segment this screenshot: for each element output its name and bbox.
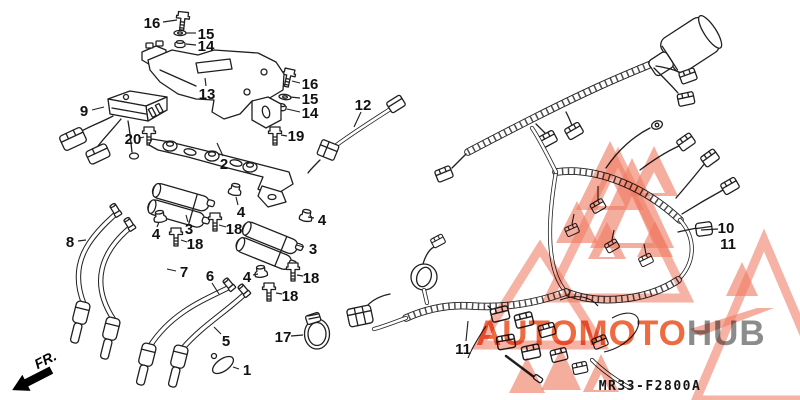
callout-label-3: 3 [309, 241, 317, 258]
callout-leader-line [235, 196, 239, 206]
callout-label-1: 1 [243, 362, 251, 379]
callout-label-18: 18 [303, 270, 320, 287]
callout-label-7: 7 [180, 264, 188, 281]
callout-label-4: 4 [318, 212, 327, 229]
callout-leader-line [286, 108, 301, 113]
callout-label-4: 4 [152, 226, 161, 243]
callout-label-15: 15 [302, 91, 319, 108]
callout-leader-line [91, 106, 105, 111]
callout-leader-line [204, 77, 207, 87]
watermark-brand-left: AUTOMOTO [476, 314, 687, 353]
callout-label-18: 18 [282, 288, 299, 305]
callout-label-4: 4 [237, 204, 246, 221]
callout-label-2: 2 [220, 156, 228, 173]
watermark-brand-text: AUTOMOTOHUB [476, 316, 766, 351]
callout-leader-line [295, 244, 305, 248]
callout-leader-line [232, 366, 240, 370]
callout-label-17: 17 [275, 329, 292, 346]
watermark-brand-right: HUB [686, 314, 766, 353]
callout-label-3: 3 [185, 221, 193, 238]
callout-leader-line [307, 216, 315, 219]
rubber-mount-drawing [253, 264, 269, 279]
callout-label-20: 20 [125, 131, 142, 148]
callout-leader-line [166, 268, 177, 272]
callout-label-16: 16 [302, 76, 319, 93]
callout-leader-line [216, 142, 224, 157]
callout-label-19: 19 [288, 128, 305, 145]
callout-leader-line [289, 96, 301, 99]
callout-leader-line [185, 214, 189, 223]
callout-leader-line [211, 282, 220, 295]
callout-leader-line [353, 111, 362, 128]
callout-label-10: 10 [718, 220, 735, 237]
callout-label-6: 6 [206, 268, 214, 285]
callout-leader-line [139, 136, 145, 139]
callout-leader-line [465, 320, 469, 342]
callout-leader-line [213, 326, 222, 335]
callout-leader-line [275, 292, 283, 295]
callout-leader-line [280, 134, 288, 137]
marker-tag-drawing [210, 352, 235, 375]
sub-wire-drawing [307, 94, 406, 174]
callout-label-14: 14 [198, 38, 215, 55]
callout-label-12: 12 [355, 97, 372, 114]
callout-label-11: 11 [455, 341, 471, 358]
callout-leader-line [296, 274, 304, 277]
front-direction-label: FR. [32, 347, 59, 371]
bolt-washer-nut-stack-left [173, 10, 191, 49]
bolt-18-drawing [285, 262, 301, 282]
callout-label-16: 16 [144, 15, 161, 32]
upper-bracket-drawing [141, 40, 285, 129]
callout-label-9: 9 [80, 103, 88, 120]
callout-leader-line [185, 43, 197, 46]
ignition-coil-front-drawing [145, 181, 217, 231]
callout-label-5: 5 [222, 333, 230, 350]
callout-leader-line [290, 334, 304, 337]
diagram-part-code: MR33-F2800A [599, 379, 702, 394]
callout-label-15: 15 [198, 26, 215, 43]
callout-label-18: 18 [187, 236, 204, 253]
bolt-18-drawing [261, 282, 277, 302]
callout-leader-line [218, 224, 227, 228]
callout-leader-line [700, 228, 719, 231]
callout-label-18: 18 [226, 221, 243, 238]
callout-label-11: 11 [720, 236, 736, 253]
watermark-logo-triangles [470, 141, 800, 400]
callout-leader-line [180, 239, 188, 243]
callout-label-14: 14 [302, 105, 319, 122]
callout-leader-line [162, 19, 178, 23]
callout-leader-line [291, 80, 301, 84]
rubber-mount-drawing [298, 207, 314, 223]
bolt-18-drawing [207, 212, 223, 232]
callout-label-13: 13 [199, 86, 216, 103]
front-direction-marker: FR. [12, 347, 59, 391]
bolt-19-drawing [267, 126, 283, 146]
callout-leader-line [77, 239, 87, 242]
spark-unit-drawing [59, 90, 168, 165]
rubber-mount-drawing [227, 181, 243, 197]
spark-plug-wires-drawing [66, 201, 252, 390]
callout-label-4: 4 [243, 269, 252, 286]
callout-leader-line [252, 273, 259, 276]
bolt-18-drawing [168, 227, 184, 247]
callout-label-8: 8 [66, 234, 74, 251]
band-clamp-drawing [303, 311, 331, 350]
callout-leader-line [156, 221, 160, 228]
